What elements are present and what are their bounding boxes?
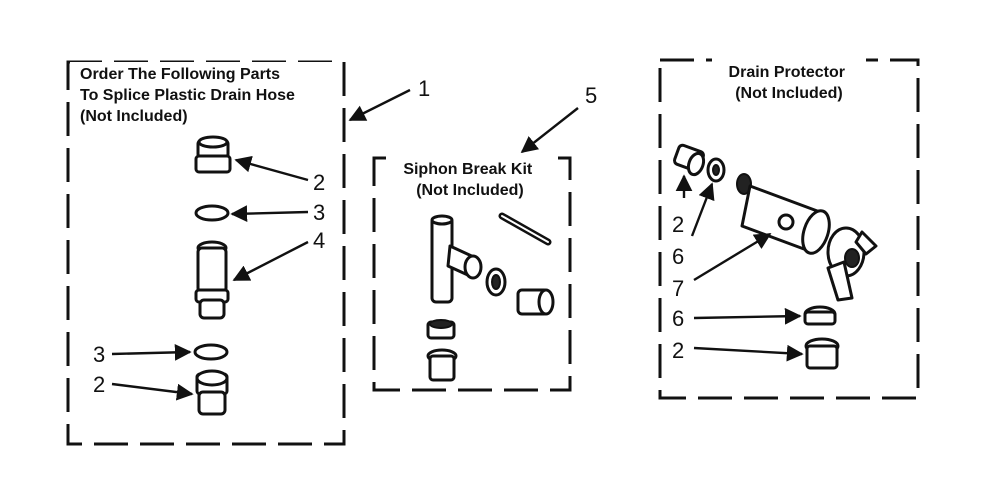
siphon-pin (498, 212, 552, 246)
leader-splice-clamp-top (230, 205, 309, 222)
drain-protector-panel: Drain Protector (Not Included) (658, 58, 920, 400)
hose-adapter-top (194, 135, 232, 174)
leader-drain-ring-lower (693, 307, 802, 325)
splice-parts-panel: Order The Following Parts To Splice Plas… (66, 60, 430, 446)
siphon-panel-ref-number: 5 (585, 83, 597, 108)
drain-panel-title: Drain Protector (Not Included) (729, 64, 850, 102)
leader-splice-coupling (232, 240, 309, 282)
siphon-bottom-adapter (426, 348, 458, 382)
callout-splice-adapter-bottom: 2 (93, 372, 105, 397)
hose-clamp-top (194, 204, 230, 222)
callout-drain-cap-lower: 2 (672, 338, 684, 363)
leader-drain-washer-upper (690, 182, 715, 237)
hose-coupling (194, 240, 230, 320)
leader-splice-adapter-top (234, 155, 309, 182)
callout-splice-clamp-bottom: 3 (93, 342, 105, 367)
drain-panel-frame (658, 58, 920, 400)
leader-drain-cap-lower (693, 344, 804, 362)
drain-ring-lower (803, 305, 837, 326)
splice-panel-title: Order The Following Parts To Splice Plas… (80, 66, 299, 125)
drain-protector-body (736, 173, 878, 302)
hose-adapter-bottom (195, 369, 229, 416)
splice-panel-ref-leader (348, 88, 411, 122)
callout-drain-cap-upper: 2 (672, 212, 684, 237)
siphon-tee (430, 214, 483, 304)
drain-washer-upper (706, 157, 726, 183)
drain-cap-upper (672, 143, 706, 177)
siphon-panel-ref-leader (520, 107, 579, 154)
siphon-ring (426, 319, 456, 340)
hose-clamp-bottom (193, 343, 229, 361)
siphon-break-kit-panel: Siphon Break Kit (Not Included) 5 (372, 83, 597, 392)
callout-splice-coupling: 4 (313, 228, 325, 253)
leader-splice-adapter-bottom (111, 382, 194, 401)
callout-drain-ring-lower: 6 (672, 306, 684, 331)
siphon-nut (485, 267, 507, 297)
callout-splice-adapter-top: 2 (313, 170, 325, 195)
splice-panel-ref-number: 1 (418, 76, 430, 101)
drain-cap-lower (804, 337, 840, 370)
leader-drain-body (693, 232, 772, 282)
callout-drain-washer-upper: 6 (672, 244, 684, 269)
leader-splice-clamp-bottom (111, 343, 192, 361)
siphon-adapter (516, 288, 555, 316)
callout-drain-body: 7 (672, 276, 684, 301)
siphon-panel-title: Siphon Break Kit (Not Included) (403, 161, 536, 199)
callout-splice-clamp-top: 3 (313, 200, 325, 225)
